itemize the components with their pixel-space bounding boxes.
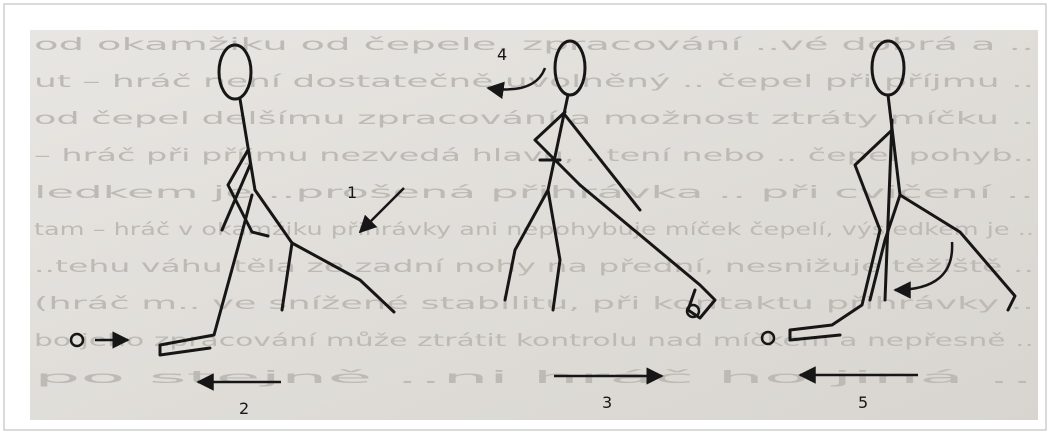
background-text-line: tam – hráč v okamžiku přihrávky ani nepo… — [34, 220, 1034, 240]
background-text-line: od okamžiku od čepele, zpracování ..vé d… — [34, 35, 1034, 55]
background-text-line: po stejně ..ni hráč ho jiná .. — [34, 368, 1034, 388]
label-4: 4 — [497, 45, 507, 64]
label-3: 3 — [602, 393, 612, 412]
label-1: 1 — [347, 183, 357, 202]
background-text-line: ..tehu váhu těla ze zadní nohy na přední… — [34, 257, 1034, 277]
background-text-line: od čepel delšímu zpracování a možnost zt… — [34, 109, 1034, 129]
label-2: 2 — [239, 399, 249, 418]
label-5: 5 — [858, 393, 868, 412]
background-text-line: – hráč při příjmu nezvedá hlavu, ..tení … — [34, 146, 1034, 166]
background-text-line: ledkem je ..prošená přihrávka .. při cvi… — [34, 183, 1034, 203]
